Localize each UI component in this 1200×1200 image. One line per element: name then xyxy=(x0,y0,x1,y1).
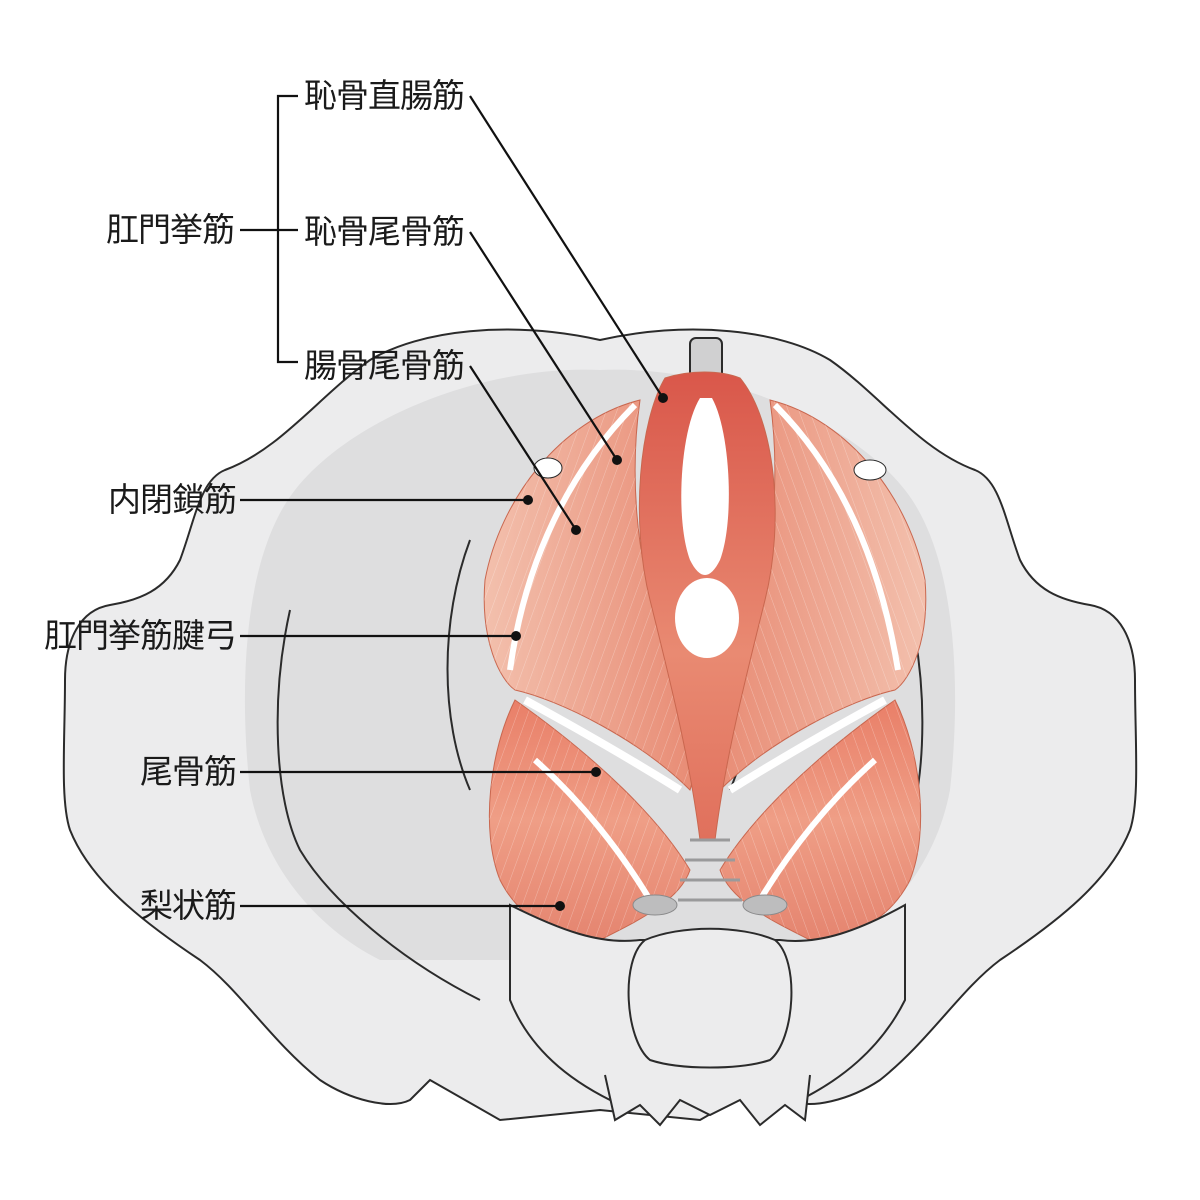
right-obturator-window xyxy=(853,459,887,481)
urogenital-hiatus xyxy=(681,398,729,575)
sacrum xyxy=(509,838,906,1127)
label-puborectalis: 恥骨直腸筋 xyxy=(304,76,465,115)
dot-pubococcygeus xyxy=(612,455,622,465)
dot-coccygeus xyxy=(591,767,601,777)
left-pelvic-brim xyxy=(446,539,471,791)
left-obturator-window xyxy=(533,457,563,479)
sacral-vertebra xyxy=(627,927,793,1069)
left-iliococcygeus-fibers xyxy=(484,400,694,790)
right-iliococcygeus-fibers xyxy=(716,400,926,790)
leader-dots xyxy=(511,393,668,911)
dot-iliococcygeus xyxy=(571,525,581,535)
dot-piriformis xyxy=(555,901,565,911)
left-muscle-gap xyxy=(523,696,683,794)
anal-opening xyxy=(675,578,739,658)
right-muscle-gap xyxy=(727,696,887,794)
leader-puborectalis xyxy=(469,95,664,399)
label-coccygeus: 尾骨筋 xyxy=(140,752,237,791)
label-levator-ani: 肛門挙筋 xyxy=(106,210,235,249)
right-coccygeus-gap xyxy=(757,757,877,902)
left-sacral-foramen xyxy=(632,894,678,916)
leader-pubococcygeus xyxy=(469,231,618,461)
label-piriformis: 梨状筋 xyxy=(140,886,237,925)
label-iliococcygeus: 腸骨尾骨筋 xyxy=(304,346,465,385)
label-obturator-internus: 内閉鎖筋 xyxy=(108,480,237,519)
sacral-spines xyxy=(604,1074,811,1127)
right-sacral-foramen xyxy=(742,894,788,916)
dot-puborectalis xyxy=(658,393,668,403)
dot-tendinous-arch xyxy=(511,631,521,641)
left-tendinous-arch xyxy=(507,402,638,671)
label-pubococcygeus: 恥骨尾骨筋 xyxy=(304,212,465,251)
left-coccygeus-gap xyxy=(533,757,653,902)
pelvic-floor-muscles xyxy=(483,371,927,941)
coccyx-segments xyxy=(678,838,742,902)
label-tendinous-arch: 肛門挙筋腱弓 xyxy=(44,616,237,655)
leader-lines xyxy=(240,94,664,908)
right-tendinous-arch xyxy=(772,402,901,671)
dot-obturator-internus xyxy=(523,495,533,505)
leader-iliococcygeus xyxy=(469,365,577,531)
left-ilium-edge xyxy=(276,609,481,1001)
